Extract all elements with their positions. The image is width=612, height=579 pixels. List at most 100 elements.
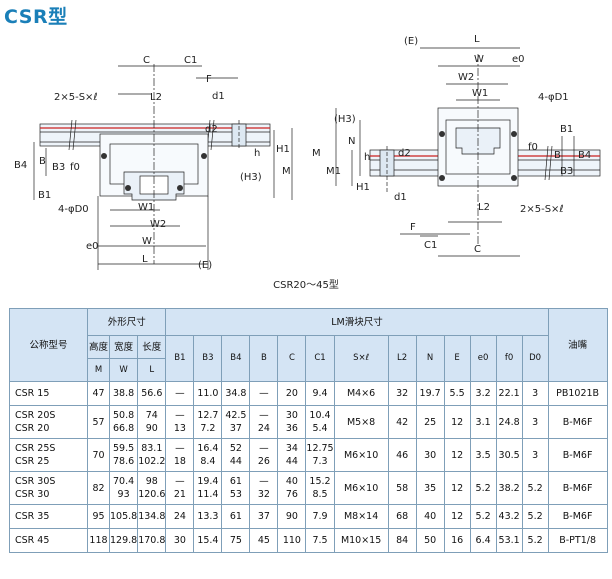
right-label-N: N bbox=[348, 136, 355, 147]
header-N: N bbox=[415, 335, 445, 382]
table-cell-oil: B-PT1/8 bbox=[547, 528, 608, 553]
table-cell-E: 5.5 bbox=[443, 381, 471, 406]
cell-value: 24 bbox=[257, 423, 270, 434]
cell-value: 15.4 bbox=[197, 535, 219, 546]
table-cell-B3: 11.0 bbox=[193, 381, 223, 406]
table-cell-B: 45 bbox=[249, 528, 279, 553]
header-B4: B4 bbox=[221, 335, 251, 382]
cell-value: 32 bbox=[396, 388, 409, 399]
table-cell-L2: 32 bbox=[387, 381, 417, 406]
table-cell-e0: 5.2 bbox=[469, 471, 497, 505]
cell-value: 7.3 bbox=[312, 456, 328, 467]
table-cell-L: 56.6 bbox=[137, 381, 167, 406]
left-label-D0: 4-φD0 bbox=[58, 204, 89, 215]
cell-value: — bbox=[175, 388, 185, 399]
cell-value: 61 bbox=[229, 476, 242, 487]
cell-value: 18 bbox=[173, 456, 186, 467]
left-label-e0: e0 bbox=[86, 241, 99, 252]
cell-value: 36 bbox=[285, 423, 298, 434]
table-cell-f0: 22.1 bbox=[495, 381, 523, 406]
cell-value: 75 bbox=[229, 535, 242, 546]
left-label-B3: B3 bbox=[52, 162, 65, 173]
cell-value: 5.4 bbox=[312, 423, 328, 434]
right-label-h: h bbox=[364, 152, 370, 163]
table-cell-E: 12 bbox=[443, 504, 471, 529]
cell-value: 52 bbox=[229, 443, 242, 454]
cell-value: 57 bbox=[92, 416, 105, 428]
cell-value: B-M6F bbox=[562, 511, 593, 522]
cell-value: 105.8 bbox=[110, 511, 138, 522]
cell-value: M4×6 bbox=[346, 388, 376, 399]
left-label-W: W bbox=[142, 236, 152, 247]
cell-value: 12 bbox=[451, 482, 464, 494]
cell-value: 6.4 bbox=[475, 535, 491, 546]
table-cell-S: M6×10 bbox=[333, 471, 389, 505]
table-cell-C: 110 bbox=[277, 528, 307, 553]
cell-value: 5.2 bbox=[527, 535, 543, 546]
right-label-E: (E) bbox=[404, 36, 418, 47]
cell-value: 15.2 bbox=[309, 476, 331, 487]
cell-value: 5.5 bbox=[449, 388, 465, 399]
cell-value: 129.8 bbox=[110, 535, 138, 546]
cell-value: 7.2 bbox=[200, 423, 216, 434]
table-cell-N: 40 bbox=[415, 504, 445, 529]
cell-value: 22.1 bbox=[498, 388, 520, 399]
cell-value: 20 bbox=[285, 388, 298, 399]
cell-value: 3.2 bbox=[475, 388, 491, 399]
cell-value: 19.7 bbox=[419, 388, 441, 399]
cell-value: 11.0 bbox=[197, 388, 219, 399]
header-height: 高度 bbox=[87, 335, 110, 359]
table-cell-C1: 15.2 8.5 bbox=[305, 471, 335, 505]
cell-value: 66.8 bbox=[113, 423, 135, 434]
cell-value: 30.5 bbox=[498, 449, 520, 461]
cell-value: 90 bbox=[285, 511, 298, 522]
table-cell-e0: 3.5 bbox=[469, 438, 497, 472]
cell-value: 134.8 bbox=[138, 511, 166, 522]
left-label-L2: L2 bbox=[150, 92, 162, 103]
right-label-M: M bbox=[312, 148, 321, 159]
technical-drawing: C C1 F 2×5-S×ℓ L2 d1 d2 h H1 M (H3) B4 B… bbox=[14, 34, 601, 271]
cell-value: 8.5 bbox=[312, 489, 328, 500]
table-cell-W: 38.8 bbox=[108, 381, 139, 406]
cell-value: 26 bbox=[257, 456, 270, 467]
left-label-M: M bbox=[282, 166, 291, 177]
header-oil: 油嘴 bbox=[547, 308, 608, 382]
table-cell-M: 82 bbox=[87, 471, 110, 505]
cell-value: 13 bbox=[173, 423, 186, 434]
header-D0: D0 bbox=[521, 335, 549, 382]
table-cell-S: M6×10 bbox=[333, 438, 389, 472]
header-W: W bbox=[108, 358, 139, 382]
cell-value: 12 bbox=[451, 511, 464, 522]
cell-value: 40 bbox=[424, 511, 437, 522]
left-label-H1: H1 bbox=[276, 144, 290, 155]
cell-value: 25 bbox=[424, 416, 437, 428]
header-C: C bbox=[277, 335, 307, 382]
cell-value: 7.5 bbox=[312, 535, 328, 546]
table-cell-model: CSR 35 bbox=[9, 504, 88, 529]
cell-value: 74 bbox=[145, 410, 158, 421]
cell-value: 93 bbox=[117, 489, 130, 500]
cell-value: 7.9 bbox=[312, 511, 328, 522]
cell-value: 30 bbox=[173, 535, 186, 546]
right-view: (E) L W e0 W2 W1 4-φD1 (H3) B1 f0 B B4 B… bbox=[312, 34, 601, 257]
cell-value: 82 bbox=[92, 482, 105, 494]
table-cell-S: M8×14 bbox=[333, 504, 389, 529]
cell-value: 83.1 bbox=[141, 443, 163, 454]
cell-value: 37 bbox=[229, 423, 242, 434]
cell-value: 61 bbox=[229, 511, 242, 522]
cell-value: 24 bbox=[173, 511, 186, 522]
left-view: C C1 F 2×5-S×ℓ L2 d1 d2 h H1 M (H3) B4 B… bbox=[14, 55, 293, 271]
cell-value: 43.2 bbox=[498, 511, 520, 522]
cell-value: 3.5 bbox=[475, 449, 491, 461]
